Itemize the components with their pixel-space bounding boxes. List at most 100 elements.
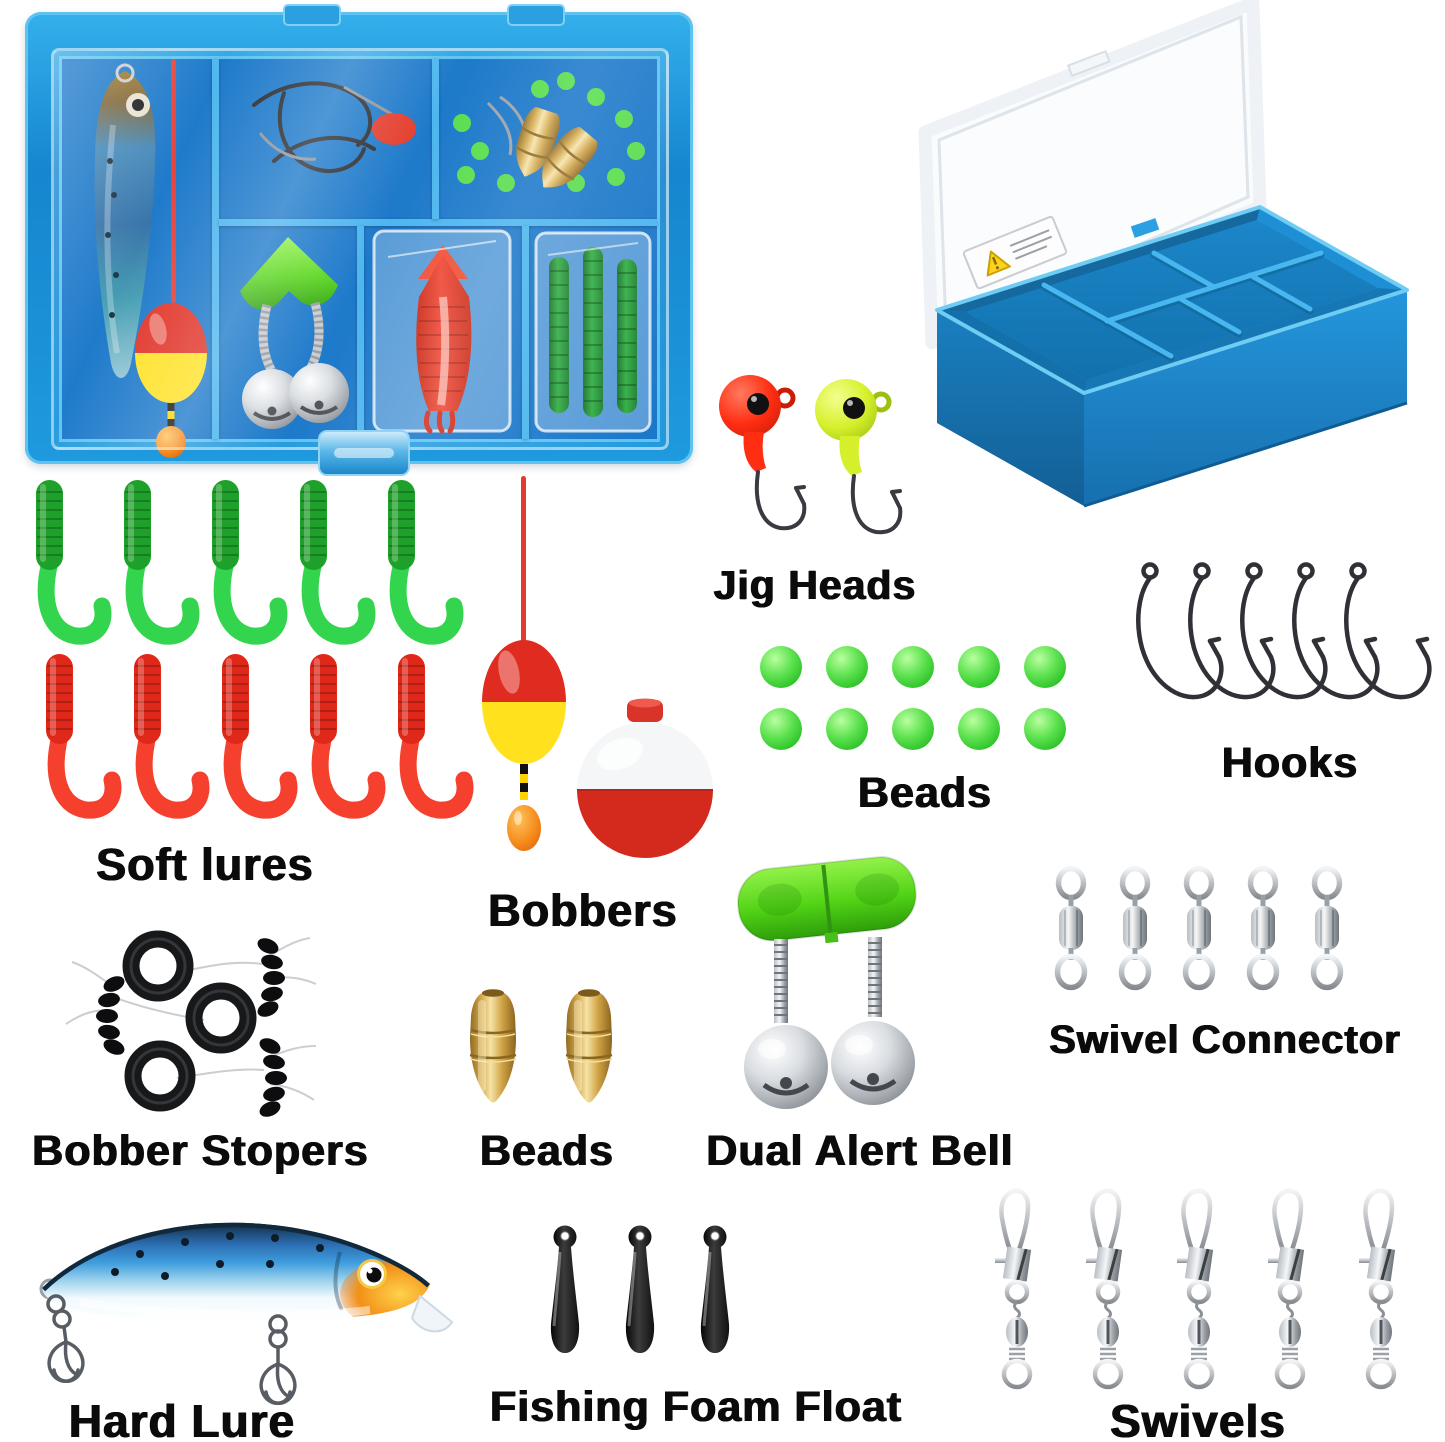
swivel-connector-label: Swivel Connector: [1049, 1018, 1401, 1062]
worm-hook: [1240, 562, 1328, 700]
treble-hook: [46, 1294, 85, 1383]
stopper-ring: [124, 1040, 196, 1112]
hooks-in-box: [252, 81, 416, 173]
empty-tackle-box: [918, 0, 1409, 508]
bobber-stoppers-group: [65, 930, 317, 1117]
compartment-divider: [432, 59, 439, 219]
green-bead: [892, 646, 934, 688]
soft-lures-label: Soft lures: [96, 839, 314, 890]
green-bead: [958, 708, 1000, 750]
green-beads-grid: [760, 646, 1066, 750]
stopper-bead-fan: [96, 976, 125, 1055]
empty-box-tray: [935, 205, 1409, 508]
green-bead: [1024, 708, 1066, 750]
jig-head-chartreuse: [815, 379, 903, 535]
open-clear-lid: [918, 0, 1267, 350]
green-bead: [826, 708, 868, 750]
box-front-latch: [318, 430, 410, 476]
green-worms-in-box: [534, 231, 652, 433]
treble-hook: [259, 1314, 297, 1405]
beads-and-sinkers-in-box: [453, 72, 645, 192]
snap-swivel: [1086, 1188, 1124, 1390]
worm-hook: [1344, 562, 1432, 700]
swivel-connector-row: [1048, 865, 1350, 1004]
soft-lure-red: [398, 654, 474, 819]
soft-lure-green: [36, 480, 112, 645]
barrel-swivel: [1118, 865, 1152, 991]
hard-lure-label: Hard Lure: [68, 1395, 296, 1442]
stopper-ring: [185, 982, 257, 1054]
soft-lure-green: [388, 480, 464, 645]
jig-head-red: [719, 375, 807, 531]
barrel-swivel: [1054, 865, 1088, 991]
worm-hook: [1188, 562, 1276, 700]
snap-swivel: [1359, 1188, 1397, 1390]
stopper-bead-fan: [257, 938, 285, 1017]
barrel-swivel: [1182, 865, 1216, 991]
soft-lure-red: [134, 654, 210, 819]
soft-lures-red-row: [16, 650, 474, 832]
snap-swivel: [995, 1188, 1033, 1390]
jig-heads-group: [719, 375, 903, 535]
beads-brass-label: Beads: [479, 1127, 615, 1175]
green-bead: [760, 708, 802, 750]
bobber-stopers-label: Bobber Stopers: [32, 1127, 369, 1175]
green-bead: [892, 708, 934, 750]
filled-tackle-box: [25, 4, 693, 476]
green-bead: [826, 646, 868, 688]
soft-lure-red: [222, 654, 298, 819]
soft-lure-red: [310, 654, 386, 819]
compartment-divider: [522, 226, 529, 439]
foam-floats-row: [536, 1222, 744, 1360]
barrel-swivel: [1310, 865, 1344, 991]
float-bobber-in-box: [135, 303, 207, 458]
snap-swivels-row: [990, 1186, 1408, 1394]
pencil-float-bobber: [482, 476, 566, 851]
foam-float: [700, 1225, 730, 1353]
dual-alert-bell-label: Dual Alert Bell: [706, 1127, 1014, 1175]
filled-box-compartments: [59, 56, 660, 458]
brass-bullet-bead: [565, 989, 613, 1103]
hard-lure-minnow: [39, 1222, 454, 1405]
snap-swivel: [1268, 1188, 1306, 1390]
barrel-swivel: [1246, 865, 1280, 991]
hooks-label: Hooks: [1221, 739, 1359, 787]
compartment-divider: [219, 219, 657, 226]
hooks-row: [1130, 560, 1432, 738]
soft-lure-green: [124, 480, 200, 645]
soft-lure-green: [300, 480, 376, 645]
compartment-divider: [357, 226, 364, 439]
compartment-divider: [212, 59, 219, 439]
brass-bullet-bead: [469, 989, 517, 1103]
foam-float: [625, 1225, 655, 1353]
box-hinge-latch: [283, 4, 341, 26]
round-bobber: [577, 698, 713, 858]
beads-green-label: Beads: [857, 769, 993, 817]
bell: [831, 1021, 915, 1105]
soft-lure-green: [212, 480, 288, 645]
soft-lures-green-row: [6, 476, 464, 658]
green-bead: [760, 646, 802, 688]
green-bead: [1024, 646, 1066, 688]
fishing-foam-float-label: Fishing Foam Float: [490, 1383, 903, 1431]
soft-lure-red: [46, 654, 122, 819]
stopper-bead-fan: [259, 1038, 287, 1117]
dual-alert-bell: [736, 856, 917, 1109]
bell: [744, 1025, 828, 1109]
snap-swivel: [1177, 1188, 1215, 1390]
stopper-ring: [122, 930, 194, 1002]
minnow-lure-in-box: [94, 63, 156, 378]
red-squid-lures-in-box: [372, 229, 512, 434]
worm-hook: [1292, 562, 1380, 700]
jig-heads-label: Jig Heads: [713, 562, 917, 608]
swivels-label: Swivels: [1110, 1395, 1286, 1442]
float-antenna-in-box: [171, 59, 176, 303]
warning-sticker: [962, 215, 1068, 290]
green-bead: [958, 646, 1000, 688]
foam-float: [550, 1225, 580, 1353]
worm-hook: [1136, 562, 1224, 700]
brass-beads-row: [456, 984, 626, 1116]
box-hinge-latch: [507, 4, 565, 26]
bobbers-label: Bobbers: [488, 885, 678, 936]
